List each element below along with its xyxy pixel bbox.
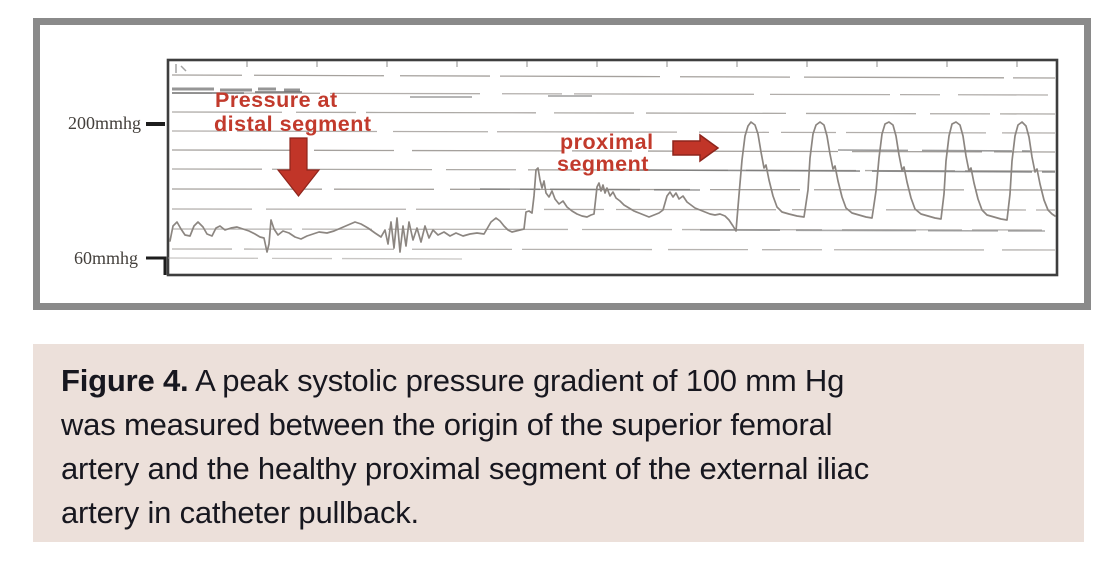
svg-text:proximal: proximal: [560, 130, 654, 154]
scan-smudge: [172, 87, 300, 92]
caption-text-line: artery in catheter pullback.: [61, 495, 419, 530]
annotation-proximal-label: proximal segment: [557, 130, 654, 176]
pressure-tracing-chart: 200mmhg 60mmhg Pressure at distal segmen…: [68, 58, 1059, 277]
pressure-trace: [169, 121, 1056, 253]
figure-label: Figure 4.: [61, 363, 189, 398]
y-axis-label-200mmhg: 200mmhg: [68, 113, 141, 133]
caption-text: A peak systolic pressure gradient of 100…: [195, 363, 845, 398]
caption-text-line: artery and the healthy proximal segment …: [61, 451, 870, 486]
svg-text:segment: segment: [557, 152, 649, 176]
chart-plot-area: [166, 58, 1059, 277]
caption-text-line: Figure 4. A peak systolic pressure gradi…: [61, 359, 1044, 403]
annotation-distal-label: Pressure at distal segment: [214, 88, 372, 136]
svg-text:distal segment: distal segment: [214, 112, 372, 136]
top-tick-marks: [246, 61, 1018, 67]
figure-panel: 200mmhg 60mmhg Pressure at distal segmen…: [33, 18, 1091, 310]
gridlines: [167, 74, 1056, 260]
figure-caption: Figure 4. A peak systolic pressure gradi…: [33, 344, 1084, 542]
scan-mark: [175, 64, 187, 73]
right-arrow-icon: [672, 133, 720, 163]
svg-text:Pressure at: Pressure at: [215, 88, 338, 112]
y-axis-label-60mmhg: 60mmhg: [74, 248, 138, 268]
caption-text-line: was measured between the origin of the s…: [61, 407, 833, 442]
y-axis-tick-60: [146, 256, 167, 275]
down-arrow-icon: [276, 137, 321, 197]
